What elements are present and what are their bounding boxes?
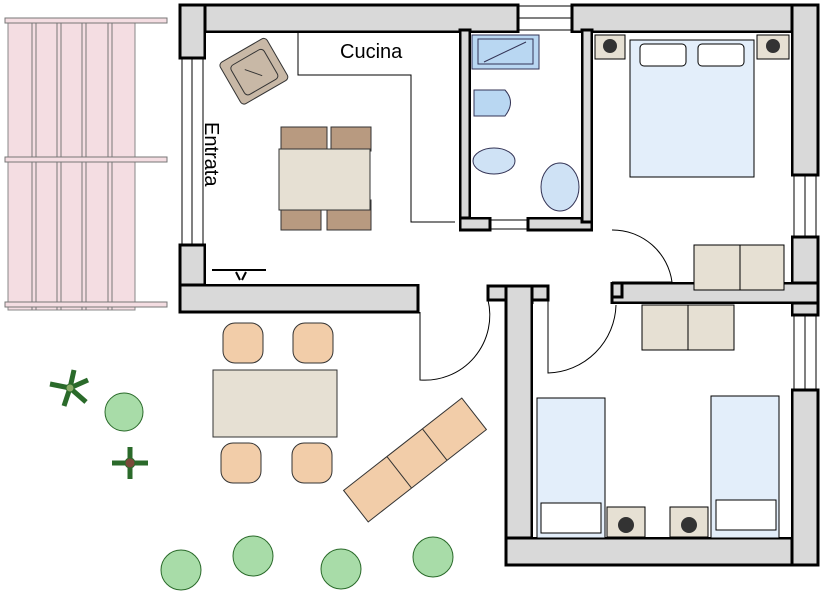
bathroom-fixtures xyxy=(471,34,580,212)
door-bedroom-1[interactable] xyxy=(611,229,673,283)
wardrobe-bedroom-2 xyxy=(641,304,735,351)
entrance-door[interactable] xyxy=(419,299,491,381)
door-bedroom-2[interactable] xyxy=(547,300,617,374)
windows xyxy=(181,5,817,391)
outdoor-dining-set xyxy=(212,322,338,484)
nightstands xyxy=(606,506,709,538)
tv xyxy=(212,269,266,281)
single-bed-right xyxy=(710,395,780,539)
single-bed-left xyxy=(536,397,606,539)
pergola xyxy=(4,17,168,311)
walls xyxy=(178,3,820,567)
wardrobe-bedroom-1 xyxy=(693,244,785,291)
small-plant xyxy=(112,447,148,479)
double-bed xyxy=(594,34,790,178)
entrance-label: Entrata xyxy=(200,122,222,187)
dining-table xyxy=(278,126,372,231)
plants xyxy=(49,369,454,591)
kitchen-counter xyxy=(297,32,455,223)
armchair xyxy=(219,37,289,105)
kitchen-label: Cucina xyxy=(340,41,403,63)
sun-lounger xyxy=(342,397,488,523)
palm-plant xyxy=(49,369,90,407)
